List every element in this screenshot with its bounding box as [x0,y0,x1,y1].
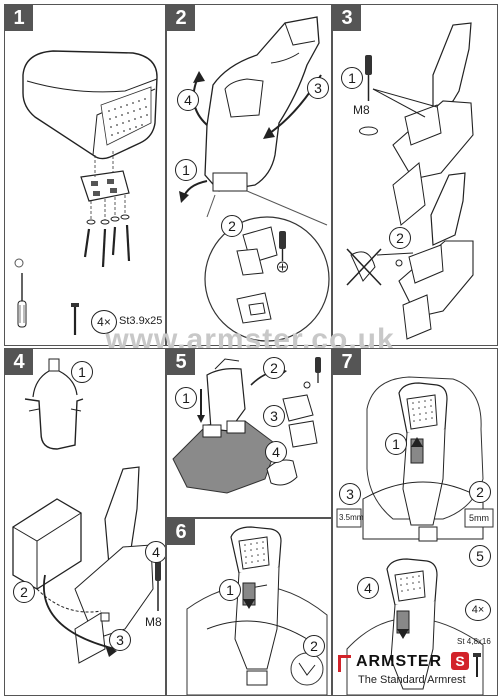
step-3-panel: 3 1 [332,4,498,346]
socket-wrench-icon [155,561,161,611]
step-1-panel: 1 [4,4,166,346]
callout-2: 2 [263,357,285,379]
step-4-panel: 4 1 2 3 4 [4,348,166,696]
discard-part-icon [346,248,382,286]
console-removal-illustration [179,16,330,342]
callout-2: 2 [13,581,35,603]
callout-3: 3 [109,629,131,651]
bracket-removal-illustration [346,22,474,340]
step-2-number: 2 [167,5,195,31]
screw-icon [71,303,79,335]
armrest-exploded-illustration [14,50,158,335]
quantity-badge: 4× [91,310,117,334]
step-5-panel: 5 1 2 3 4 [166,348,332,518]
left-dimension-label: 3.5mm [339,513,364,522]
socket-wrench-icon [359,55,378,136]
step-7-number: 7 [333,349,361,375]
step-5-number: 5 [167,349,195,375]
callout-4: 4 [177,89,199,111]
callout-1: 1 [175,387,197,409]
step-6-panel: 6 1 2 [166,518,332,696]
callout-1: 1 [385,433,407,455]
callout-4: 4 [265,441,287,463]
bolt-size-label: M8 [145,615,162,629]
brand-tagline: The Standard Armrest [358,674,466,686]
callout-2: 2 [221,215,243,237]
callout-1: 1 [341,67,363,89]
armrest-insertion-illustration [186,526,328,695]
step-7-panel: 7 [332,348,498,696]
armrest-fixing-illustration [336,376,494,695]
screw-size-label: St 4,8x16 [457,637,491,646]
armster-logo: ARMSTER S The Standard Armrest [338,652,483,690]
screwdriver-icon [303,357,321,389]
callout-1: 1 [71,361,93,383]
screwdriver-icon [17,273,27,328]
screw-icon [473,653,481,677]
step-1-number: 1 [5,5,33,31]
step-6-number: 6 [167,519,195,545]
right-dimension-label: 5mm [469,513,489,523]
callout-1: 1 [219,579,241,601]
quantity-badge: 4× [465,599,491,621]
brand-name: ARMSTER [356,653,443,670]
callout-1: 1 [175,159,197,181]
screw-size-label: St3.9x25 [119,315,163,327]
bolt-size-label: M8 [353,103,370,117]
callout-2: 2 [389,227,411,249]
callout-4: 4 [357,577,379,599]
step-4-number: 4 [5,349,33,375]
callout-3: 3 [263,405,285,427]
brand-badge: S [451,652,469,670]
mounting-illustration [12,358,161,664]
callout-2: 2 [303,635,325,657]
screwdriver-icon [277,231,288,273]
step-3-number: 3 [333,5,361,31]
callout-3: 3 [339,483,361,505]
callout-3: 3 [307,77,329,99]
callout-4: 4 [145,541,165,563]
bracket-fitting-illustration [172,357,321,494]
logo-mark-icon [338,655,351,672]
callout-5: 5 [469,545,491,567]
step-2-panel: 2 [166,4,332,346]
callout-2: 2 [469,481,491,503]
